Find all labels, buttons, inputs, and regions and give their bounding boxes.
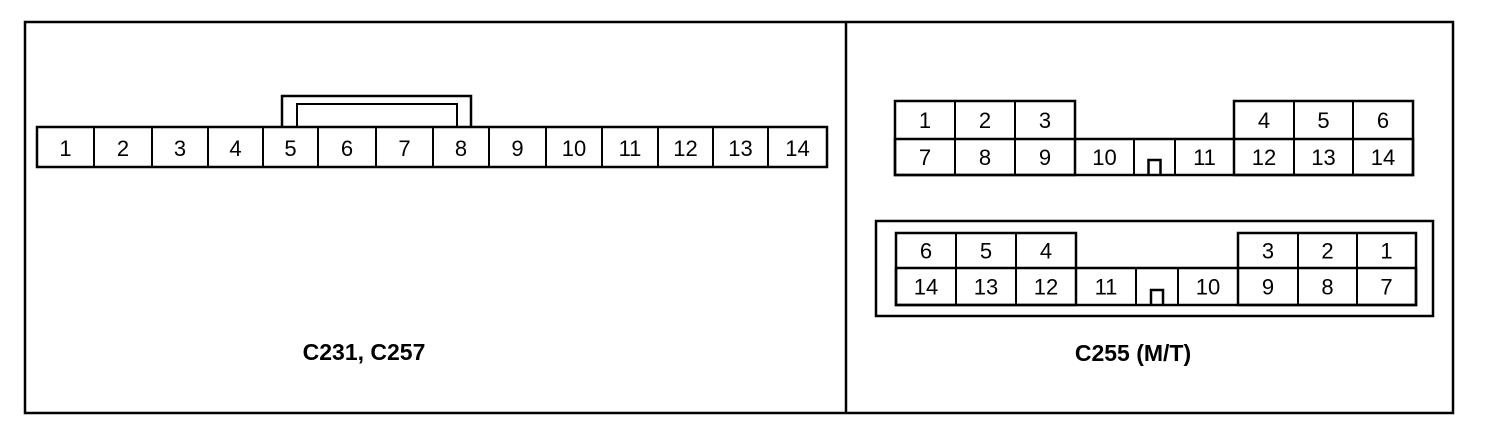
pin-label: 11 [1193, 145, 1216, 170]
pin-label: 13 [728, 136, 752, 161]
pin-label: 7 [398, 136, 410, 161]
pin-label: 8 [455, 136, 467, 161]
pin-label: 5 [1317, 108, 1329, 133]
pin-label: 6 [1377, 108, 1389, 133]
lower-row-block [893, 137, 1415, 177]
pin-label: 1 [1380, 239, 1392, 264]
pin-label: 9 [1262, 275, 1274, 300]
pin-label: 2 [979, 108, 991, 133]
pin-label: 8 [1321, 275, 1333, 300]
lock-tab-inner [296, 103, 458, 127]
pin-label: 3 [174, 136, 186, 161]
pin-label: 11 [619, 136, 642, 161]
pin-label: 9 [511, 136, 523, 161]
pin-label: 1 [919, 108, 931, 133]
pin-label: 10 [1092, 145, 1116, 170]
pin-label: 2 [1321, 239, 1333, 264]
c255-mt-label: C255 (M/T) [1075, 340, 1191, 366]
pin-label: 3 [1262, 239, 1274, 264]
pin-label: 12 [1252, 145, 1276, 170]
key-notch [1149, 288, 1165, 305]
pin-label: 1 [59, 136, 71, 161]
pin-label: 3 [1039, 108, 1051, 133]
pin-label: 9 [1039, 145, 1051, 170]
pin-label: 8 [979, 145, 991, 170]
c255-bottom-connector: 6 5 4 3 2 1 14 13 12 11 10 9 8 7 [894, 231, 1418, 307]
pin-label: 7 [919, 145, 931, 170]
outer-border [23, 20, 1455, 415]
pin-label: 14 [914, 275, 938, 300]
pin-label: 10 [1196, 275, 1220, 300]
pin-label: 14 [1371, 145, 1395, 170]
pin-label: 4 [1258, 108, 1270, 133]
pin-label: 4 [229, 136, 241, 161]
pin-label: 2 [117, 136, 129, 161]
pin-label: 13 [974, 275, 998, 300]
pin-label: 6 [920, 239, 932, 264]
c255-bottom-housing [874, 219, 1435, 318]
pin-label: 12 [1034, 275, 1058, 300]
key-notch [1147, 158, 1162, 175]
pin-label: 6 [341, 136, 353, 161]
lower-row-block [894, 266, 1418, 307]
pin-label: 5 [284, 136, 296, 161]
pin-label: 4 [1040, 239, 1052, 264]
lock-tab-outer [280, 94, 473, 127]
pin-label: 11 [1095, 275, 1118, 300]
pin-label: 7 [1380, 275, 1392, 300]
pin-label: 13 [1311, 145, 1335, 170]
pin-label: 14 [785, 136, 809, 161]
pin-label: 12 [673, 136, 697, 161]
pin-label: 5 [980, 239, 992, 264]
pin-label: 10 [562, 136, 586, 161]
c231-c257-label: C231, C257 [303, 339, 426, 365]
